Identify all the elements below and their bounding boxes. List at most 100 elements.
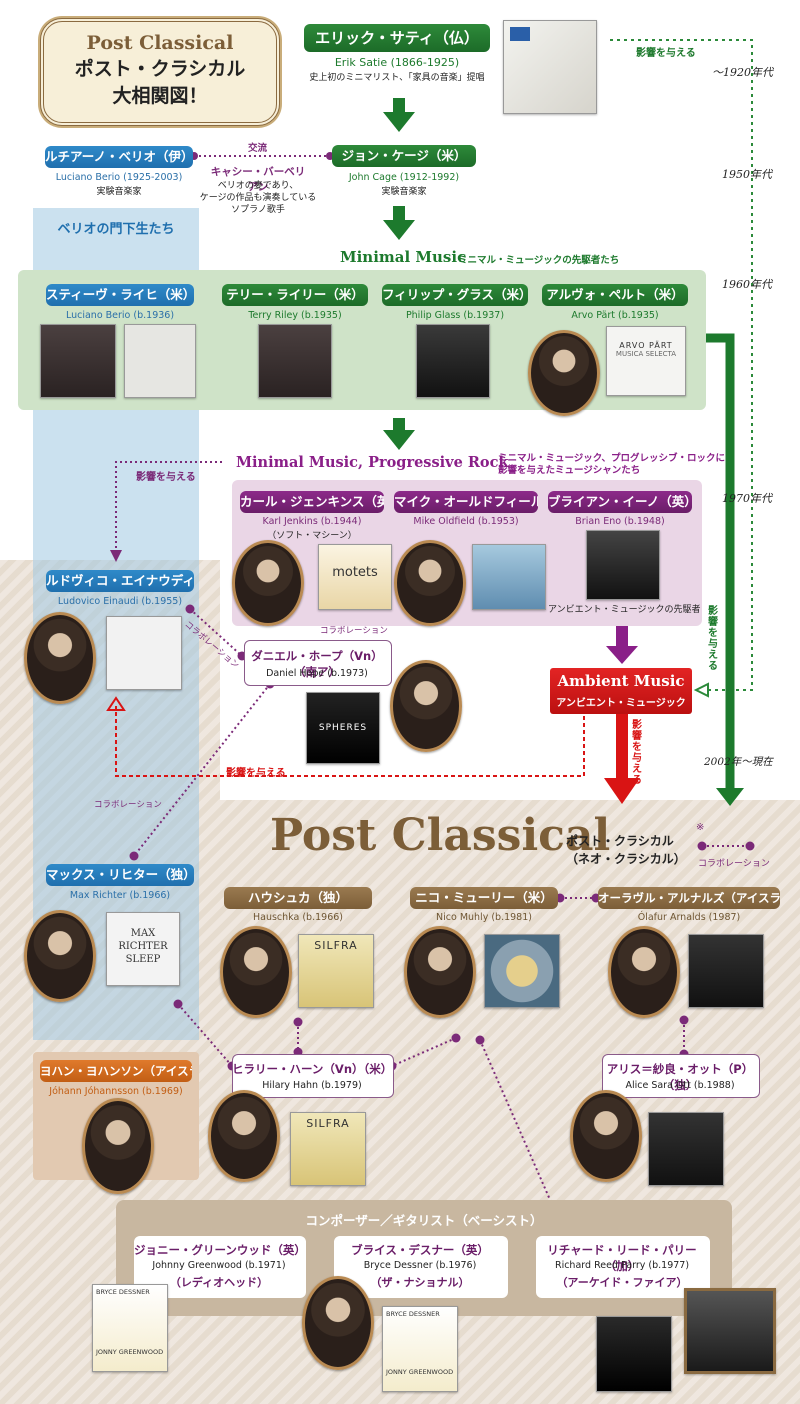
- hope-photo: [390, 660, 462, 752]
- year-1960: 1960年代: [722, 278, 772, 291]
- eno-label: ブライアン・イーノ（英）: [548, 491, 692, 513]
- jenkins-note: （ソフト・マシーン）: [267, 531, 357, 541]
- berio-en: Luciano Berio (1925-2003): [55, 172, 183, 183]
- postclassical-jp1: ポスト・クラシカル: [566, 834, 674, 848]
- year-1970: 1970年代: [722, 492, 772, 505]
- richter-photo: [24, 910, 96, 1002]
- oldfield-album: [472, 544, 546, 610]
- bd-album-right: BRYCE DESSNER JONNY GREENWOOD: [382, 1306, 458, 1392]
- hauschka-album: SILFRA: [298, 934, 374, 1008]
- part-label: アルヴォ・ペルト（米）: [542, 284, 688, 306]
- hauschka-album-title: SILFRA: [314, 939, 358, 952]
- minimal-title: Minimal Music: [340, 248, 467, 266]
- exchange-desc3: ソプラノ歌手: [231, 205, 285, 215]
- jenkins-en: Karl Jenkins (b.1944): [262, 516, 362, 527]
- hope-box: [244, 640, 392, 686]
- hope-name: ダニエル・ホープ（Vn）（南ア）: [251, 649, 383, 679]
- einaudi-photo: [24, 612, 96, 704]
- hauschka-label: ハウシュカ（独）: [224, 887, 372, 909]
- oldfield-en: Mike Oldfield (b.1953): [413, 516, 519, 527]
- part-album-title: ARVO PÄRT: [619, 341, 673, 350]
- johannsson-en: Jóhann Jóhannsson (b.1969): [49, 1086, 183, 1097]
- reich-en: Luciano Berio (b.1936): [65, 310, 175, 321]
- muhly-photo: [404, 926, 476, 1018]
- part-photo: [528, 330, 600, 416]
- bd-album-left-title2: JONNY GREENWOOD: [96, 1348, 164, 1356]
- glass-album: [416, 324, 490, 398]
- johannsson-photo: [82, 1098, 154, 1194]
- dessner-photo: [302, 1276, 374, 1370]
- exchange-desc1: ベリオの妻であり、: [217, 181, 299, 191]
- collab3-label: コラボレーション: [94, 800, 162, 810]
- parry-en: Richard Reed Parry (b.1977): [554, 1260, 690, 1271]
- parry-photo: [684, 1288, 776, 1374]
- influence-ambient-label: 影響を与える: [632, 720, 642, 786]
- dessner-en: Bryce Dessner (b.1976): [363, 1260, 477, 1271]
- hauschka-photo: [220, 926, 292, 1018]
- exchange-desc2: ケージの作品も演奏している: [199, 193, 317, 203]
- ott-name: アリス＝紗良・オット（P）（独）: [606, 1062, 754, 1092]
- ambient-box: [550, 668, 692, 714]
- riley-en: Terry Riley (b.1935): [248, 310, 342, 321]
- richter-album-title: MAX RICHTER SLEEP: [118, 928, 168, 965]
- parry-album: [596, 1316, 672, 1392]
- influence-bottom-label: 影響を与える: [226, 768, 286, 779]
- arnalds-en: Ólafur Arnalds (1987): [637, 912, 741, 923]
- jenkins-album-title: motets: [332, 565, 378, 580]
- postclassical-title: Post Classical: [270, 810, 611, 861]
- ambient-sub: アンビエント・ミュージック: [556, 698, 686, 709]
- hahn-album: SILFRA: [290, 1112, 366, 1186]
- hahn-name: ヒラリー・ハーン（Vn）（米）: [232, 1062, 393, 1076]
- glass-en: Philip Glass (b.1937): [405, 310, 505, 321]
- influence-right-label: 影響を与える: [708, 606, 718, 672]
- bd-album-right-title1: BRYCE DESSNER: [386, 1310, 440, 1318]
- einaudi-album: [106, 616, 182, 690]
- exchange-label: 交流: [248, 143, 268, 154]
- greenwood-en: Johnny Greenwood (b.1971): [152, 1260, 286, 1271]
- glass-label: フィリップ・グラス（米）: [382, 284, 528, 306]
- oldfield-label: マイク・オールドフィールド（英）: [394, 491, 538, 513]
- legend-mark: ※: [696, 822, 705, 833]
- reich-album-1: [40, 324, 116, 398]
- berio-label: ルチアーノ・ベリオ（伊）: [45, 146, 193, 168]
- part-album-sub: MUSICA SELECTA: [615, 350, 677, 358]
- minprog-sub2: 影響を与えたミュージシャンたち: [498, 465, 641, 476]
- parry-box: [536, 1236, 710, 1298]
- jenkins-label: カール・ジェンキンス（英）: [240, 491, 384, 513]
- hahn-photo: [208, 1090, 280, 1182]
- dessner-box: [334, 1236, 508, 1298]
- bd-album-right-title2: JONNY GREENWOOD: [386, 1368, 454, 1376]
- part-en: Arvo Pärt (b.1935): [571, 310, 659, 321]
- year-1950: 1950年代: [722, 168, 772, 181]
- muhly-en: Nico Muhly (b.1981): [436, 912, 532, 923]
- richter-label: マックス・リヒター（独）: [46, 864, 194, 886]
- riley-album: [258, 324, 332, 398]
- hahn-box: [232, 1054, 394, 1098]
- muhly-album: [484, 934, 560, 1008]
- title-en: Post Classical: [86, 32, 234, 54]
- einaudi-en: Ludovico Einaudi (b.1955): [57, 596, 183, 607]
- minimal-sub: ミニマル・ミュージックの先駆者たち: [458, 255, 620, 266]
- year-1920: 〜1920年代: [712, 66, 773, 79]
- bd-album-left-title1: BRYCE DESSNER: [96, 1288, 150, 1296]
- year-2002: 2002年〜現在: [704, 756, 773, 768]
- bd-album-left: BRYCE DESSNER JONNY GREENWOOD: [92, 1284, 168, 1372]
- cage-label: ジョン・ケージ（米）: [332, 145, 476, 167]
- parry-band: （アーケイド・ファイア）: [556, 1276, 688, 1289]
- dessner-band: （ザ・ナショナル）: [370, 1276, 470, 1289]
- muhly-label: ニコ・ミューリー（米）: [410, 887, 558, 909]
- parry-name: リチャード・リード・パリー（加）: [547, 1243, 697, 1273]
- eno-note: アンビエント・ミュージックの先駆者: [548, 605, 701, 615]
- postclassical-jp2: （ネオ・クラシカル）: [566, 852, 686, 866]
- oldfield-photo: [394, 540, 466, 626]
- ott-album: [648, 1112, 724, 1186]
- hauschka-en: Hauschka (b.1966): [253, 912, 343, 923]
- influence-left-label: 影響を与える: [136, 472, 196, 483]
- arnalds-label: オーラヴル・アルナルズ（アイスランド）: [598, 887, 780, 909]
- composers-title: コンポーザー／ギタリスト（ベーシスト）: [305, 1213, 543, 1228]
- jenkins-photo: [232, 540, 304, 626]
- berio-role: 実験音楽家: [96, 187, 142, 197]
- hahn-en: Hilary Hahn (b.1979): [262, 1080, 362, 1091]
- dessner-name: ブライス・デスナー（英）: [351, 1243, 489, 1257]
- part-album: ARVO PÄRT MUSICA SELECTA: [606, 326, 686, 396]
